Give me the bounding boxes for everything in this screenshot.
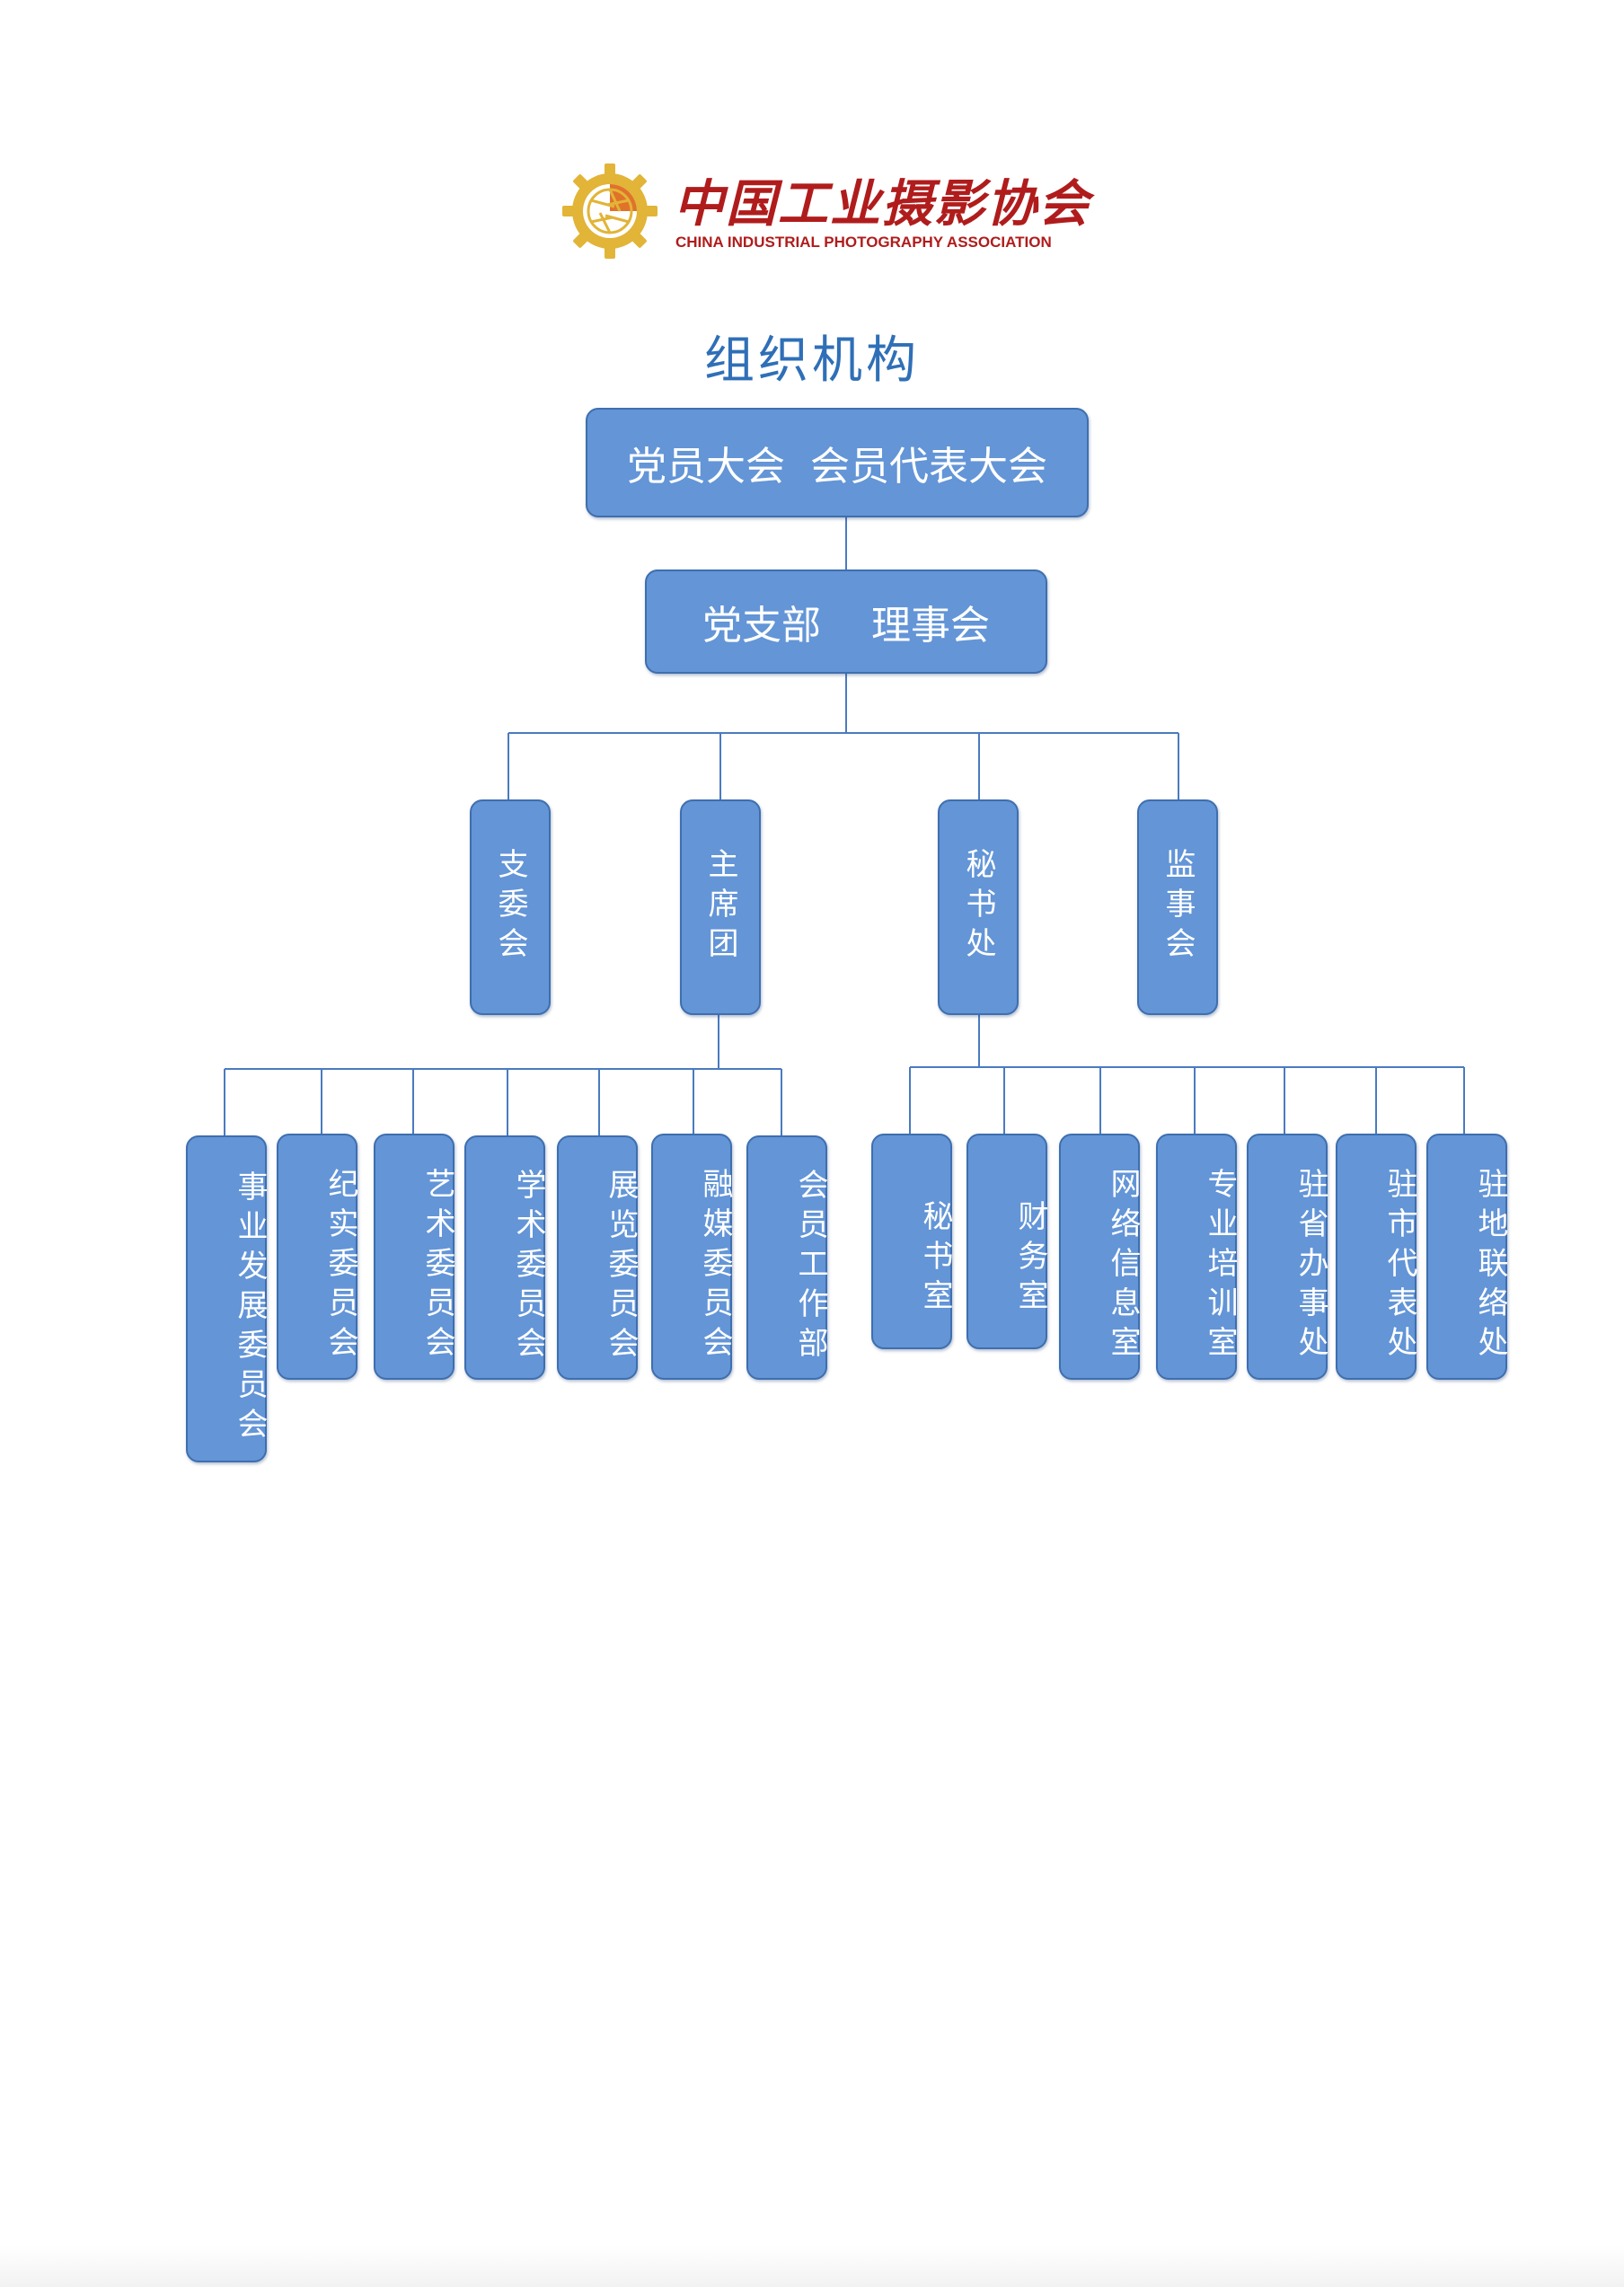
finance-office-node: 财务室 [966,1134,1048,1349]
camera-aperture-gear-icon [562,163,658,259]
provincial-office-node: 驻省办事处 [1247,1134,1328,1380]
art-committee-node: 艺术委员会 [374,1134,455,1380]
branch-committee-node: 支委会 [470,799,551,1015]
logo-english-name: CHINA INDUSTRIAL PHOTOGRAPHY ASSOCIATION [675,234,1052,251]
member-work-department-node: 会员工作部 [746,1135,828,1380]
association-logo: 中国工业摄影协会 CHINA INDUSTRIAL PHOTOGRAPHY AS… [560,162,1089,260]
logo-chinese-name: 中国工业摄影协会 [674,174,1090,234]
network-information-office-node: 网络信息室 [1059,1134,1141,1380]
secretary-office-node: 秘书室 [871,1134,953,1349]
academic-committee-node: 学术委员会 [464,1135,546,1380]
page-title: 组织机构 [704,331,920,390]
supervisory-board-node: 监事会 [1137,799,1218,1015]
media-convergence-committee-node: 融媒委员会 [651,1134,733,1380]
exhibition-committee-node: 展览委员会 [557,1135,639,1380]
professional-training-office-node: 专业培训室 [1156,1134,1238,1380]
business-development-committee-node: 事业发展委员会 [186,1135,268,1462]
documentary-committee-node: 纪实委员会 [277,1134,358,1380]
council-node: 党支部 理事会 [645,570,1047,674]
presidium-node: 主席团 [680,799,761,1015]
local-liaison-office-node: 驻地联络处 [1426,1134,1508,1380]
municipal-representative-office-node: 驻市代表处 [1336,1134,1417,1380]
secretariat-node: 秘书处 [938,799,1019,1015]
assembly-node: 党员大会 会员代表大会 [586,408,1089,517]
